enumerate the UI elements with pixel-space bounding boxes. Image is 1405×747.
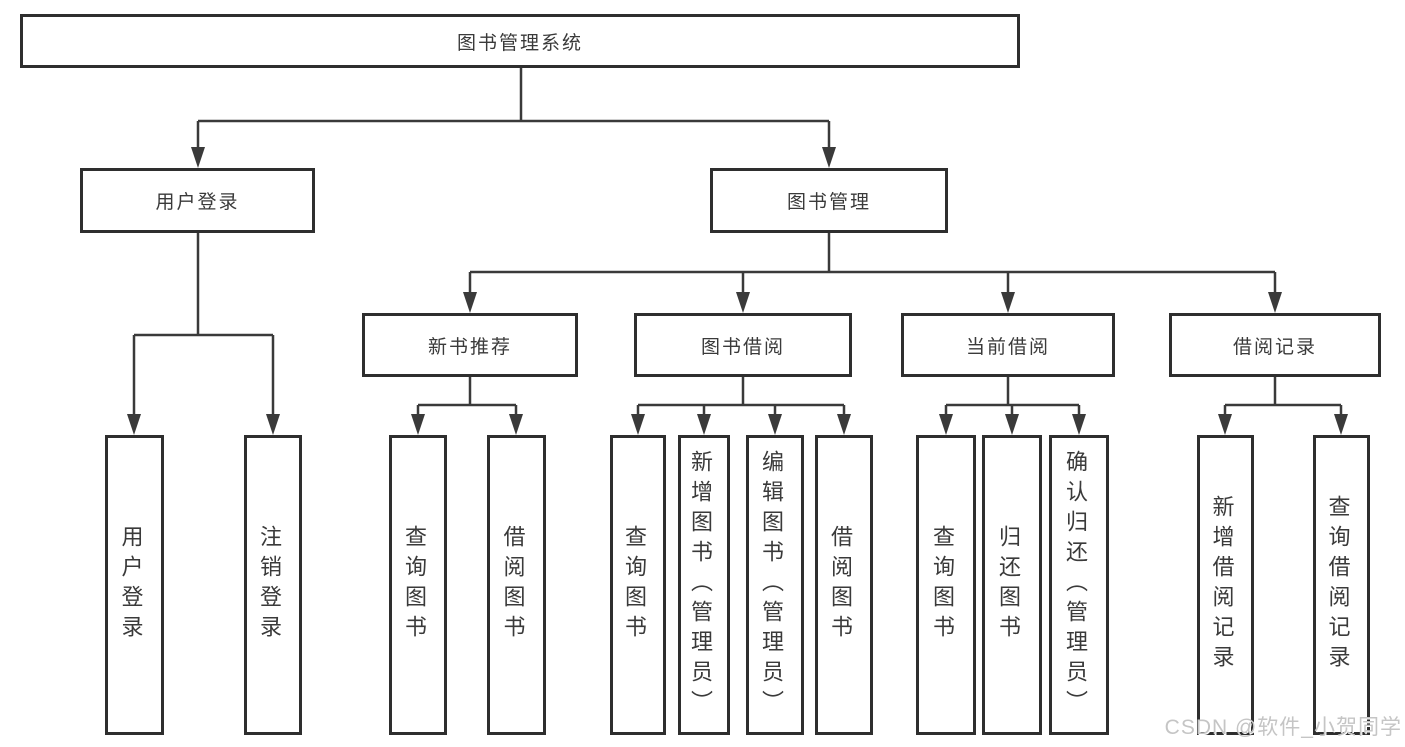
arrow-icon bbox=[191, 147, 205, 168]
arrow-icon bbox=[768, 414, 782, 435]
node-leaf-add-books-admin: 新增图书（管理员） bbox=[678, 435, 730, 735]
node-leaf-logout: 注销登录 bbox=[244, 435, 302, 735]
node-label: 图书借阅 bbox=[700, 336, 785, 358]
node-book-management: 图书管理 bbox=[710, 168, 948, 233]
node-leaf-borrow-books-borrowing: 借阅图书 bbox=[815, 435, 873, 735]
arrow-icon bbox=[1005, 414, 1019, 435]
node-new-book-recommendation: 新书推荐 bbox=[362, 313, 578, 377]
node-user-login: 用户登录 bbox=[80, 168, 315, 233]
node-current-borrowing: 当前借阅 bbox=[901, 313, 1115, 377]
arrow-icon bbox=[697, 414, 711, 435]
node-label: 新书推荐 bbox=[427, 336, 512, 358]
arrow-icon bbox=[822, 147, 836, 168]
node-borrowing-records: 借阅记录 bbox=[1169, 313, 1381, 377]
arrow-icon bbox=[127, 414, 141, 435]
arrow-icon bbox=[736, 292, 750, 313]
arrow-icon bbox=[266, 414, 280, 435]
node-leaf-query-books-borrowing: 查询图书 bbox=[610, 435, 666, 735]
node-label: 注销登录 bbox=[257, 525, 282, 645]
node-label: 借阅记录 bbox=[1232, 336, 1317, 358]
node-label: 当前借阅 bbox=[965, 336, 1050, 358]
node-book-borrowing: 图书借阅 bbox=[634, 313, 852, 377]
node-leaf-return-books: 归还图书 bbox=[982, 435, 1042, 735]
node-label: 图书管理系统 bbox=[456, 32, 583, 54]
node-label: 编辑图书（管理员） bbox=[759, 450, 784, 720]
node-leaf-borrow-books-recommend: 借阅图书 bbox=[487, 435, 546, 735]
node-label: 图书管理 bbox=[786, 192, 871, 213]
node-label: 新增图书（管理员） bbox=[688, 450, 713, 720]
node-leaf-edit-books-admin: 编辑图书（管理员） bbox=[746, 435, 804, 735]
node-leaf-user-login: 用户登录 bbox=[105, 435, 164, 735]
node-label: 查询图书 bbox=[930, 525, 955, 645]
connector-lines bbox=[132, 68, 1343, 419]
node-leaf-query-books-current: 查询图书 bbox=[916, 435, 976, 735]
node-label: 新增借阅记录 bbox=[1209, 495, 1235, 675]
node-label: 查询图书 bbox=[622, 525, 647, 645]
node-label: 用户登录 bbox=[155, 192, 240, 213]
node-label: 确认归还（管理员） bbox=[1063, 450, 1088, 720]
node-leaf-add-borrow-record: 新增借阅记录 bbox=[1197, 435, 1254, 735]
node-root-library-system: 图书管理系统 bbox=[20, 14, 1020, 68]
arrow-icon bbox=[463, 292, 477, 313]
node-leaf-query-borrow-record: 查询借阅记录 bbox=[1313, 435, 1370, 735]
csdn-watermark: CSDN @软件_小贺同学 bbox=[1164, 716, 1402, 739]
node-label: 归还图书 bbox=[996, 525, 1021, 645]
arrow-icon bbox=[1072, 414, 1086, 435]
node-leaf-confirm-return-admin: 确认归还（管理员） bbox=[1049, 435, 1109, 735]
arrow-icon bbox=[411, 414, 425, 435]
node-label: 借阅图书 bbox=[828, 525, 853, 645]
arrow-icon bbox=[1334, 414, 1348, 435]
arrow-icon bbox=[939, 414, 953, 435]
arrow-icon bbox=[631, 414, 645, 435]
arrow-icon bbox=[837, 414, 851, 435]
node-leaf-query-books-recommend: 查询图书 bbox=[389, 435, 447, 735]
arrowheads bbox=[127, 147, 1348, 435]
arrow-icon bbox=[509, 414, 523, 435]
arrow-icon bbox=[1001, 292, 1015, 313]
node-label: 借阅图书 bbox=[500, 525, 526, 645]
arrow-icon bbox=[1268, 292, 1282, 313]
node-label: 用户登录 bbox=[118, 525, 144, 645]
node-label: 查询图书 bbox=[402, 525, 427, 645]
arrow-icon bbox=[1218, 414, 1232, 435]
node-label: 查询借阅记录 bbox=[1325, 495, 1351, 675]
